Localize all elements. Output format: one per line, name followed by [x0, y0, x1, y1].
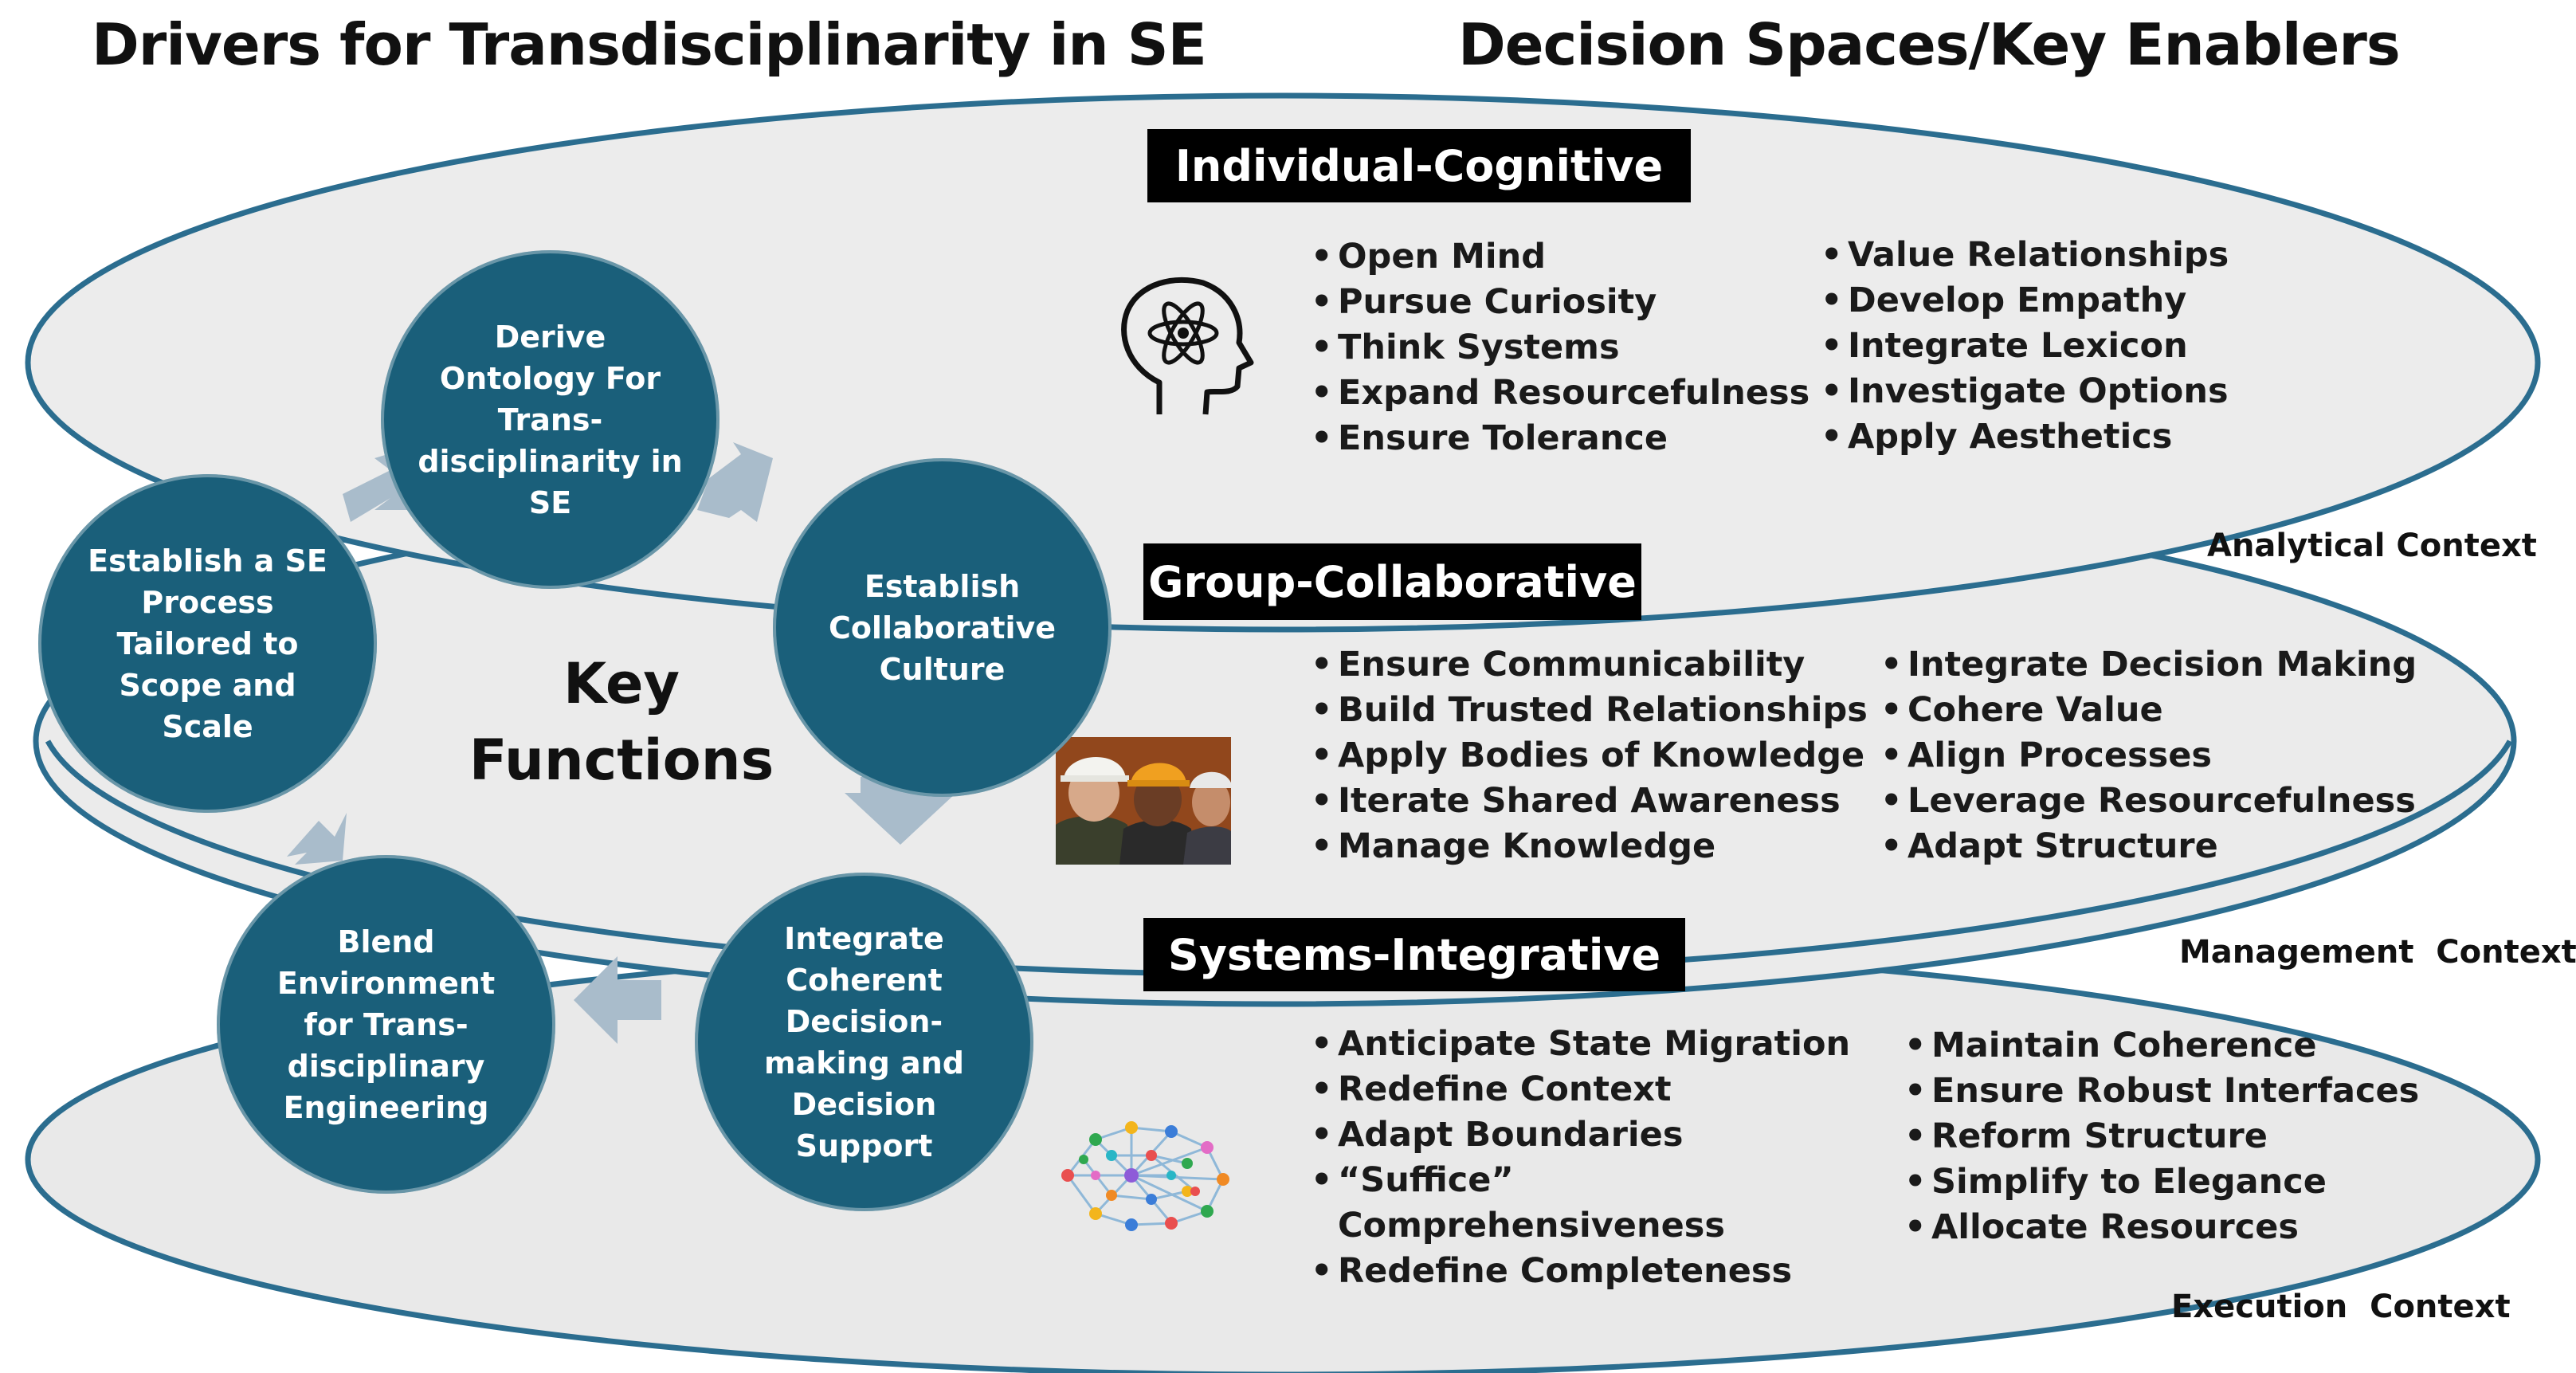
list-item: Build Trusted Relationships	[1311, 688, 1868, 733]
list-item: Integrate Lexicon	[1821, 324, 2229, 369]
list-item: Maintain Coherence	[1904, 1023, 2419, 1069]
list-item: Apply Aesthetics	[1821, 414, 2229, 460]
key-function-collaborative-culture: Establish Collaborative Culture	[773, 458, 1112, 797]
list-item: Ensure Communicability	[1311, 642, 1868, 688]
list-item: Anticipate State Migration	[1311, 1022, 1850, 1067]
arrow-to-blend	[574, 956, 661, 1044]
list-item: Apply Bodies of Knowledge	[1311, 733, 1868, 779]
list-item: Redefine Context	[1311, 1067, 1757, 1112]
list-item: Ensure Tolerance	[1311, 416, 1809, 461]
list-item: Think Systems	[1311, 325, 1809, 371]
list-item: Iterate Shared Awareness	[1311, 779, 1868, 824]
list-item: Simplify to Elegance	[1904, 1159, 2419, 1205]
key-function-establish-se-process: Establish a SE Process Tailored to Scope…	[38, 474, 377, 813]
systems-integrative-title: Systems-Integrative	[1143, 918, 1685, 991]
list-item: Investigate Options	[1821, 369, 2229, 414]
list-item: Align Processes	[1880, 733, 2417, 779]
engineers-photo	[1056, 737, 1231, 865]
key-function-integrate-decision: Integrate Coherent Decision-making and D…	[695, 873, 1033, 1211]
list-item: Ensure Robust Interfaces	[1904, 1069, 2419, 1114]
network-brain-icon	[1061, 1121, 1229, 1231]
decision-spaces-header: Decision Spaces/Key Enablers	[1458, 11, 2401, 78]
arrow-to-establish-se	[287, 813, 347, 865]
list-item: Manage Knowledge	[1311, 824, 1868, 869]
key-function-blend-environment: Blend Environment for Trans-disciplinary…	[217, 855, 555, 1194]
individual-cognitive-list-left: Open Mind Pursue Curiosity Think Systems…	[1311, 234, 1809, 461]
list-item: Adapt Boundaries	[1311, 1112, 1757, 1158]
list-item: Value Relationships	[1821, 233, 2229, 278]
systems-integrative-list-left: Anticipate State Migration Redefine Cont…	[1311, 1022, 1850, 1294]
group-collaborative-list-left: Ensure Communicability Build Trusted Rel…	[1311, 642, 1868, 869]
execution-context-label: Execution Context	[2171, 1289, 2511, 1325]
list-item: Integrate Decision Making	[1880, 642, 2417, 688]
group-collaborative-title: Group-Collaborative	[1143, 543, 1641, 620]
list-item: Leverage Resourcefulness	[1880, 779, 2417, 824]
management-context-label: Management Context	[2179, 934, 2576, 971]
individual-cognitive-list-right: Value Relationships Develop Empathy Inte…	[1821, 233, 2229, 460]
systems-integrative-list-right: Maintain Coherence Ensure Robust Interfa…	[1904, 1023, 2419, 1250]
list-item: Pursue Curiosity	[1311, 280, 1809, 325]
individual-cognitive-title: Individual-Cognitive	[1147, 129, 1691, 202]
list-item: Develop Empathy	[1821, 278, 2229, 324]
list-item: Adapt Structure	[1880, 824, 2417, 869]
list-item: Allocate Resources	[1904, 1205, 2419, 1250]
list-item: “Suffice” Comprehensiveness	[1311, 1158, 1725, 1249]
group-collaborative-list-right: Integrate Decision Making Cohere Value A…	[1880, 642, 2417, 869]
key-function-derive-ontology: Derive Ontology For Trans-disciplinarity…	[381, 250, 719, 589]
list-item: Redefine Completeness	[1311, 1249, 1792, 1294]
list-item: Open Mind	[1311, 234, 1809, 280]
key-functions-label: Key Functions	[469, 651, 774, 793]
analytical-context-label: Analytical Context	[2207, 528, 2537, 564]
list-item: Expand Resourcefulness	[1311, 371, 1809, 416]
head-atom-icon	[1121, 277, 1254, 415]
list-item: Cohere Value	[1880, 688, 2417, 733]
arrow-to-collaborative	[697, 442, 773, 522]
drivers-header: Drivers for Transdisciplinarity in SE	[92, 11, 1207, 78]
list-item: Reform Structure	[1904, 1114, 2419, 1159]
